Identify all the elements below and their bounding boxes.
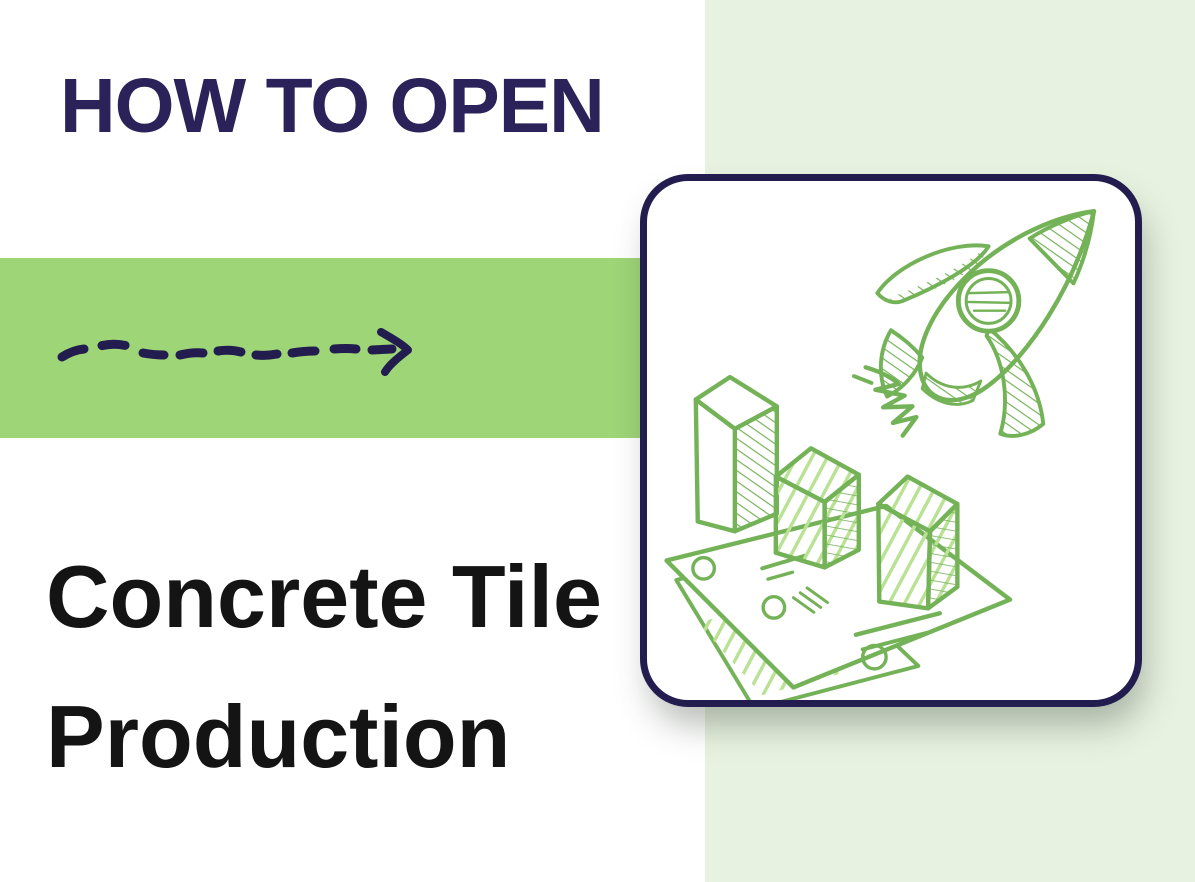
- sketch-illustration: [664, 208, 1097, 700]
- rocket-icon: [851, 208, 1097, 438]
- bar-chart-icon: [664, 374, 1013, 700]
- illustration-card: [640, 174, 1142, 707]
- title-line-1: Concrete Tile: [46, 547, 602, 646]
- dashed-arrow-icon: [40, 315, 420, 385]
- kicker-text: HOW TO OPEN: [60, 63, 605, 149]
- title-line-2: Production: [46, 687, 511, 786]
